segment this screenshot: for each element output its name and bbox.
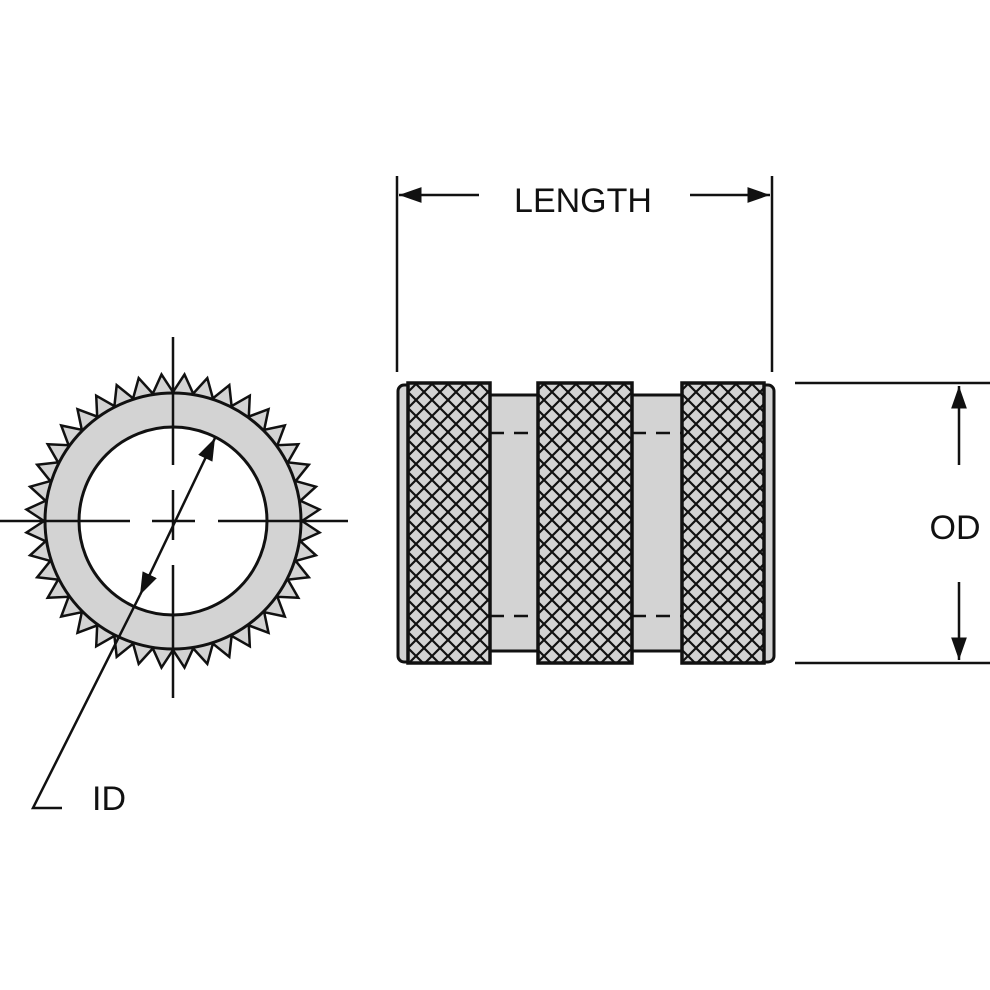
- length-dimension: [395, 176, 774, 372]
- id-label: ID: [92, 780, 126, 818]
- side-view: LENGTH OD: [395, 176, 990, 665]
- bore-hidden-lines: [490, 431, 684, 618]
- knurl-band-right: [680, 381, 766, 665]
- length-label: LENGTH: [514, 182, 652, 220]
- od-dimension: [795, 381, 990, 665]
- id-dimension: [30, 437, 217, 810]
- knurl-band-center: [536, 381, 634, 665]
- knurl-band-left: [406, 381, 492, 665]
- end-view: ID: [0, 337, 348, 818]
- od-label: OD: [930, 509, 981, 547]
